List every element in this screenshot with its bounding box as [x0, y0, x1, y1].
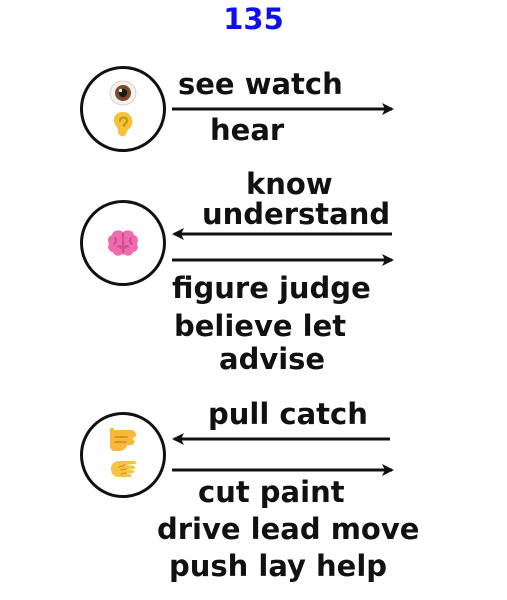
hand-icon: [111, 461, 137, 477]
fist-icon: [110, 428, 136, 451]
in-word-understand: understand: [202, 197, 391, 231]
page-number: 135: [223, 2, 284, 36]
in-word-know: know: [246, 167, 333, 201]
out-word-cut-paint: cut paint: [198, 475, 345, 509]
out-word-believe-let: believe let: [174, 309, 347, 343]
out-word-hear: hear: [210, 113, 285, 147]
brain-icon: [108, 230, 138, 256]
ear-icon: [113, 112, 133, 137]
perception-circle: [80, 66, 166, 152]
out-word-push-lay-help: push lay help: [169, 549, 388, 583]
eye-icon: [109, 80, 137, 106]
out-word-drive-lead-move: drive lead move: [157, 512, 420, 546]
action-circle: [80, 412, 166, 498]
in-word-pull-catch: pull catch: [208, 397, 368, 431]
out-word-see-watch: see watch: [178, 67, 343, 101]
out-word-figure-judge: figure judge: [172, 271, 371, 305]
out-word-advise: advise: [219, 342, 326, 376]
